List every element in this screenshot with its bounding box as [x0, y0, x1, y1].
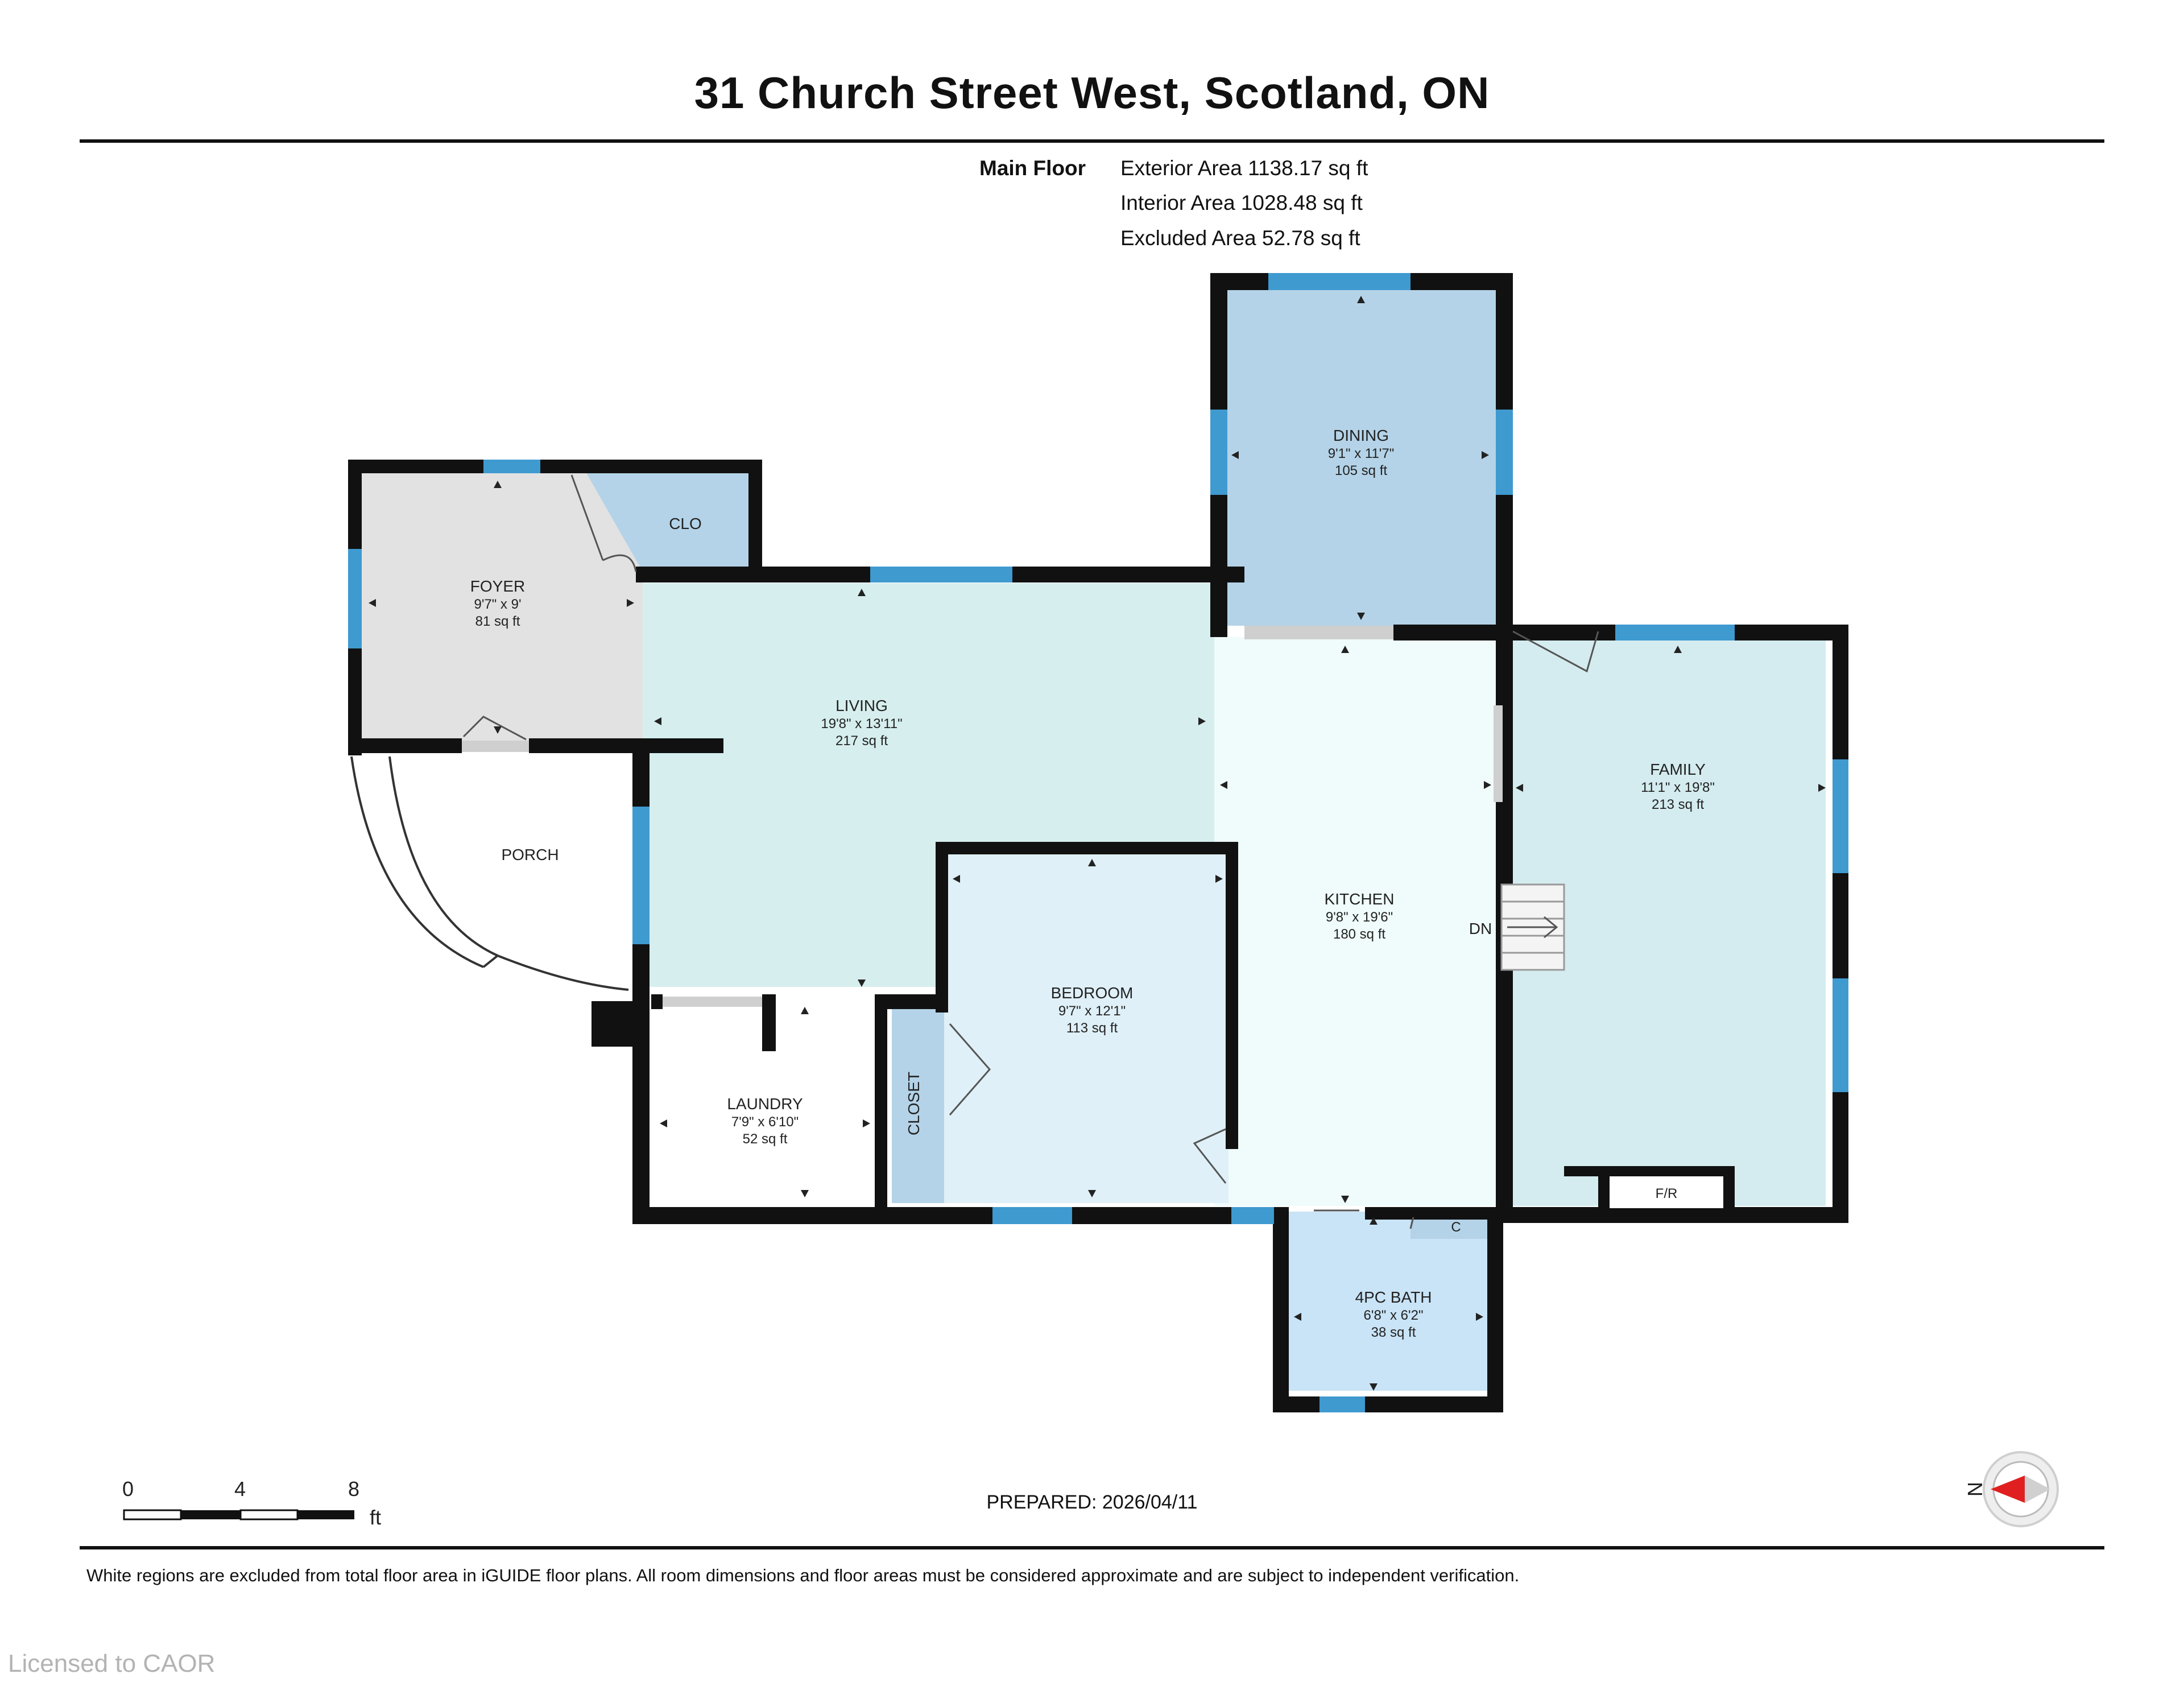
window-living-top [870, 567, 1012, 582]
bedroom-area: 113 sq ft [1066, 1020, 1118, 1036]
prepared-date: PREPARED: 2026/04/11 [986, 1491, 1198, 1513]
family-area: 213 sq ft [1652, 797, 1704, 812]
window-living-left [632, 807, 650, 944]
clo-floor [586, 472, 750, 572]
scale-label-0: 0 [122, 1477, 134, 1501]
plan-title: 31 Church Street West, Scotland, ON [694, 68, 1490, 118]
kitchen-floor [1214, 637, 1498, 1206]
kitchen-area: 180 sq ft [1333, 927, 1385, 942]
door-swings [462, 474, 1599, 1229]
exterior-area: Exterior Area 1138.17 sq ft [1120, 156, 1368, 180]
window-kitchen-bottom [1231, 1207, 1274, 1224]
foyer-area: 81 sq ft [475, 614, 520, 629]
dining-area: 105 sq ft [1335, 463, 1387, 478]
porch-outline [350, 756, 629, 991]
excluded-area: Excluded Area 52.78 sq ft [1120, 226, 1360, 250]
compass-arrow [1991, 1476, 2025, 1503]
closet-floor [892, 1001, 944, 1203]
window-family-right-1 [1833, 759, 1848, 873]
dining-label: DINING 9'1" x 11'7" 105 sq ft [1328, 427, 1395, 478]
window-foyer-top [483, 460, 540, 473]
window-dining-right [1496, 410, 1513, 495]
dining-dims: 9'1" x 11'7" [1328, 446, 1395, 461]
living-label: LIVING 19'8" x 13'11" 217 sq ft [821, 697, 902, 749]
living-dims: 19'8" x 13'11" [821, 716, 902, 732]
window-dining-left [1210, 410, 1227, 495]
dining-floor [1223, 284, 1500, 626]
kitchen-dims: 9'8" x 19'6" [1326, 910, 1393, 925]
windows [348, 273, 1848, 1412]
foyer-floor [361, 472, 643, 750]
closet-name: CLOSET [905, 1072, 923, 1135]
laundry-area: 52 sq ft [743, 1131, 788, 1147]
window-bath-bottom [1320, 1396, 1365, 1412]
window-dining-top [1268, 273, 1410, 290]
foyer-label: FOYER 9'7" x 9' 81 sq ft [470, 577, 525, 629]
window-foyer-left [348, 549, 362, 648]
interior-area: Interior Area 1028.48 sq ft [1120, 191, 1363, 214]
footer-rule [80, 1546, 2104, 1549]
bedroom-name: BEDROOM [1051, 984, 1134, 1002]
window-bedroom-bottom [992, 1207, 1072, 1224]
stairs [1500, 883, 1565, 971]
foyer-dims: 9'7" x 9' [474, 597, 521, 612]
scale-bar: 0 4 8 ft [122, 1477, 381, 1529]
scale-label-4: 4 [234, 1477, 246, 1501]
scale-unit: ft [370, 1506, 381, 1529]
laundry-name: LAUNDRY [727, 1095, 803, 1113]
porch-name: PORCH [501, 846, 559, 863]
window-family-right-2 [1833, 978, 1848, 1092]
bedroom-floor [944, 850, 1228, 1203]
bedroom-label: BEDROOM 9'7" x 12'1" 113 sq ft [1051, 984, 1134, 1036]
bath-dims: 6'8" x 6'2" [1364, 1308, 1424, 1323]
living-area: 217 sq ft [835, 733, 888, 749]
family-name: FAMILY [1650, 761, 1706, 778]
kitchen-name: KITCHEN [1325, 890, 1395, 908]
c-closet-name: C [1451, 1220, 1461, 1235]
openings [462, 626, 1503, 1007]
license-watermark: Licensed to CAOR [8, 1650, 216, 1677]
compass-icon: N [1963, 1451, 2059, 1527]
laundry-label: LAUNDRY 7'9" x 6'10" 52 sq ft [727, 1095, 803, 1147]
laundry-dims: 7'9" x 6'10" [731, 1114, 799, 1130]
dining-name: DINING [1333, 427, 1389, 444]
bath-area: 38 sq ft [1371, 1325, 1416, 1340]
family-dims: 11'1" x 19'8" [1641, 780, 1715, 795]
title-rule [80, 139, 2104, 143]
living-name: LIVING [835, 697, 888, 714]
disclaimer: White regions are excluded from total fl… [86, 1565, 1520, 1585]
bath-label: 4PC BATH 6'8" x 6'2" 38 sq ft [1355, 1288, 1432, 1340]
family-label: FAMILY 11'1" x 19'8" 213 sq ft [1641, 761, 1715, 812]
clo-name: CLO [669, 515, 702, 532]
foyer-name: FOYER [470, 577, 525, 595]
kitchen-label: KITCHEN 9'8" x 19'6" 180 sq ft [1325, 890, 1395, 942]
compass-n-label: N [1963, 1482, 1987, 1497]
scale-label-8: 8 [348, 1477, 359, 1501]
fireplace-label: F/R [1656, 1186, 1678, 1201]
floor-label: Main Floor [979, 156, 1086, 180]
bath-name: 4PC BATH [1355, 1288, 1432, 1306]
bath-floor [1287, 1212, 1492, 1391]
bedroom-dims: 9'7" x 12'1" [1058, 1003, 1126, 1019]
window-family-top [1615, 625, 1735, 640]
fireplace: F/R [1610, 1176, 1723, 1208]
stairs-dn-label: DN [1469, 920, 1492, 937]
dimension-arrows [369, 296, 1826, 1391]
